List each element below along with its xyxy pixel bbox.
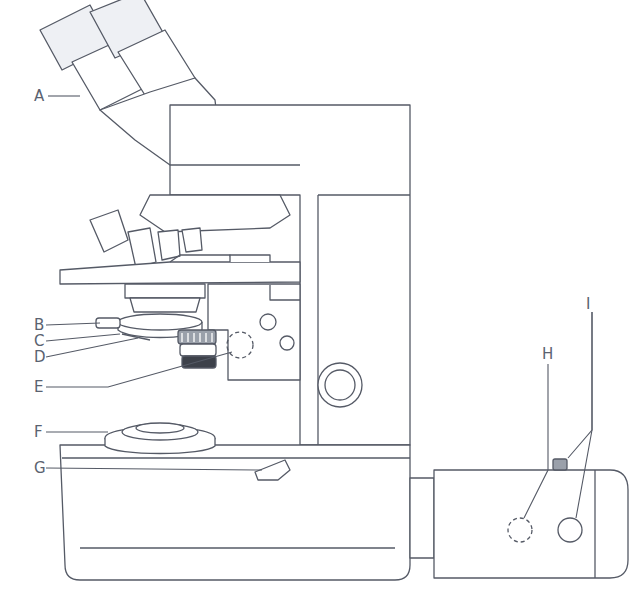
objective: [128, 228, 156, 268]
lamp-collar: [410, 478, 434, 558]
callout-letter: I: [586, 296, 590, 312]
callout-letter: B: [34, 317, 44, 333]
coarse-focus-knob: [318, 363, 362, 407]
callout-letter: H: [542, 346, 553, 362]
callout-letter: D: [34, 349, 46, 365]
stage-carrier: [208, 284, 300, 380]
callout-letter: A: [34, 88, 44, 104]
objective: [182, 228, 202, 252]
objective: [90, 210, 128, 252]
callout-letter: F: [34, 424, 43, 440]
hidden-knob: [227, 332, 253, 358]
callout-letter: C: [34, 333, 44, 349]
stage: [60, 262, 300, 284]
objective: [158, 230, 180, 260]
base: [60, 445, 410, 580]
hidden-screw: [508, 518, 532, 542]
nosepiece: [140, 195, 290, 232]
lamp-housing: [434, 470, 628, 578]
condenser: [125, 284, 205, 298]
lamp-screw: [558, 518, 582, 542]
leader-line: [46, 96, 592, 518]
callout-letter: E: [34, 379, 43, 395]
lamp-screw: [553, 459, 567, 470]
aperture-ring: [118, 314, 202, 330]
callout-letter: G: [34, 460, 46, 476]
